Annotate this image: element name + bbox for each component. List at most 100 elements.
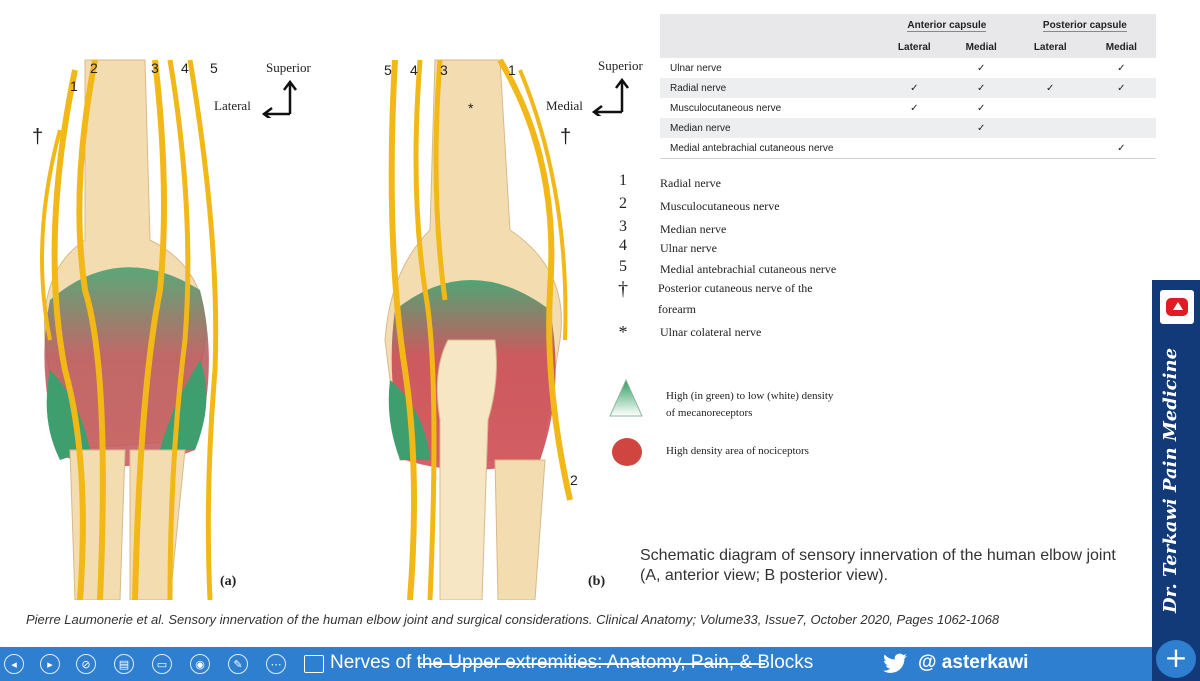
row-name: Medial antebrachial cutaneous nerve: [660, 138, 880, 159]
check-cell: [880, 118, 949, 138]
nerve-label-1: 1: [70, 78, 78, 94]
slide-icon: [304, 655, 324, 673]
figure-panel-a: 1 2 3 4 5 † (a): [20, 40, 300, 600]
table-row: Median nerve ✓: [660, 118, 1156, 138]
legend-text: Median nerve: [660, 222, 727, 236]
check-cell: [948, 138, 1014, 159]
orientation-arrows-icon: [261, 79, 297, 118]
twitter-handle: @ asterkawi: [918, 652, 1029, 673]
table-row: Radial nerve ✓ ✓ ✓ ✓: [660, 78, 1156, 98]
legend-text: Ulnar nerve: [660, 241, 717, 255]
side-banner: [1152, 280, 1200, 681]
dagger-icon: †: [618, 278, 628, 300]
next-slide-button[interactable]: ▸: [40, 654, 60, 674]
lateral-label: Lateral: [214, 98, 251, 113]
check-cell: ✓: [1086, 138, 1156, 159]
legend-text: Radial nerve: [660, 176, 721, 190]
figure-panel-b: 5 4 3 1 2 * † (b): [370, 40, 610, 600]
legend-symbol: 5: [619, 258, 627, 275]
check-cell: ✓: [976, 82, 986, 94]
nociceptor-circle-icon: [612, 438, 642, 466]
anterior-capsule-header: Anterior capsule: [907, 19, 987, 32]
nerve-label-4: 4: [181, 60, 189, 76]
check-cell: [1087, 98, 1156, 118]
check-cell: [880, 58, 949, 78]
record-button[interactable]: ◉: [190, 654, 210, 674]
legend-text: forearm: [658, 302, 696, 316]
orientation-indicator-a: Superior Lateral: [210, 58, 330, 118]
check-cell: ✓: [1117, 82, 1126, 94]
superior-label: Superior: [598, 58, 643, 73]
youtube-icon[interactable]: [1160, 290, 1194, 324]
nerve-label-1: 1: [508, 62, 516, 78]
row-name: Musculocutaneous nerve: [670, 102, 782, 114]
elbow-posterior-illustration: [384, 58, 573, 600]
dagger-mark: †: [560, 126, 572, 148]
presentation-title: Nerves of the Upper extremities: Anatomy…: [330, 652, 814, 673]
nerve-label-2: 2: [570, 472, 578, 488]
legend-text: Musculocutaneous nerve: [660, 199, 780, 213]
check-cell: [1014, 98, 1087, 118]
legend-text: Medial antebrachial cutaneous nerve: [660, 262, 837, 276]
add-button[interactable]: +: [1156, 640, 1196, 678]
check-cell: ✓: [910, 82, 919, 94]
figure-caption: Schematic diagram of sensory innervation…: [640, 547, 1116, 584]
nociceptor-text: High density area of nociceptors: [666, 445, 809, 457]
orientation-arrows-icon: [591, 77, 629, 116]
check-cell: ✓: [1117, 62, 1126, 74]
screen-button[interactable]: ▭: [152, 654, 172, 674]
asterisk-mark: *: [468, 100, 474, 116]
innervation-table: Anterior capsule Posterior capsule Later…: [660, 14, 1156, 159]
check-cell: ✓: [910, 102, 919, 114]
check-cell: [880, 138, 949, 159]
col-header: Medial: [1105, 41, 1137, 53]
citation: Pierre Laumonerie et al. Sensory innerva…: [26, 612, 1000, 627]
legend-symbol: 4: [619, 237, 627, 254]
col-header: Lateral: [1033, 41, 1067, 53]
table-row: Ulnar nerve ✓ ✓: [660, 58, 1156, 78]
legend-symbol: 3: [619, 218, 627, 235]
check-cell: ✓: [1046, 82, 1055, 94]
row-name: Radial nerve: [670, 82, 727, 94]
nerve-label-5: 5: [384, 62, 392, 78]
more-options-button[interactable]: ⋯: [266, 654, 286, 674]
table-row: Medial antebrachial cutaneous nerve ✓: [660, 138, 1156, 159]
slides-button[interactable]: ▤: [114, 654, 134, 674]
check-cell: ✓: [976, 122, 986, 134]
table-row: Musculocutaneous nerve ✓ ✓: [660, 98, 1156, 118]
legend-symbol: 1: [619, 172, 627, 189]
check-cell: ✓: [976, 102, 986, 114]
superior-label: Superior: [266, 60, 311, 75]
pen-off-button[interactable]: ⊘: [76, 654, 96, 674]
check-cell: ✓: [976, 62, 986, 74]
asterisk-icon: *: [618, 322, 628, 342]
nerve-label-4: 4: [410, 62, 418, 78]
nerve-label-3: 3: [440, 62, 448, 78]
mechanoreceptor-text: of mecanoreceptors: [666, 407, 753, 419]
check-cell: [1087, 118, 1156, 138]
nerve-label-5: 5: [210, 60, 218, 76]
row-name: Median nerve: [670, 122, 731, 134]
col-header: Lateral: [897, 41, 931, 53]
previous-slide-button[interactable]: ◂: [4, 654, 24, 674]
legend-text: Posterior cutaneous nerve of the: [658, 281, 813, 295]
brand-text: Dr. Terkawi Pain Medicine: [1160, 347, 1181, 613]
panel-a-caption: (a): [220, 574, 237, 589]
orientation-indicator-b: Superior Medial: [546, 58, 656, 118]
nerve-label-2: 2: [90, 60, 98, 76]
posterior-capsule-header: Posterior capsule: [1042, 19, 1127, 32]
row-name: Ulnar nerve: [670, 62, 722, 74]
legend-text: Ulnar colateral nerve: [660, 325, 762, 339]
check-cell: [1013, 138, 1087, 159]
panel-b-caption: (b): [588, 574, 606, 589]
title-strikethrough: [420, 663, 765, 665]
check-cell: [1014, 118, 1087, 138]
mechanoreceptor-triangle-icon: [609, 378, 643, 417]
dagger-mark: †: [32, 126, 44, 148]
nerve-label-3: 3: [151, 60, 159, 76]
elbow-anterior-illustration: [40, 59, 219, 600]
presentation-toolbar: ◂ ▸ ⊘ ▤ ▭ ◉ ✎ ⋯ Nerves of the Upper extr…: [0, 647, 1152, 681]
medial-label: Medial: [546, 98, 583, 113]
edit-button[interactable]: ✎: [228, 654, 248, 674]
twitter-icon[interactable]: [882, 653, 908, 675]
